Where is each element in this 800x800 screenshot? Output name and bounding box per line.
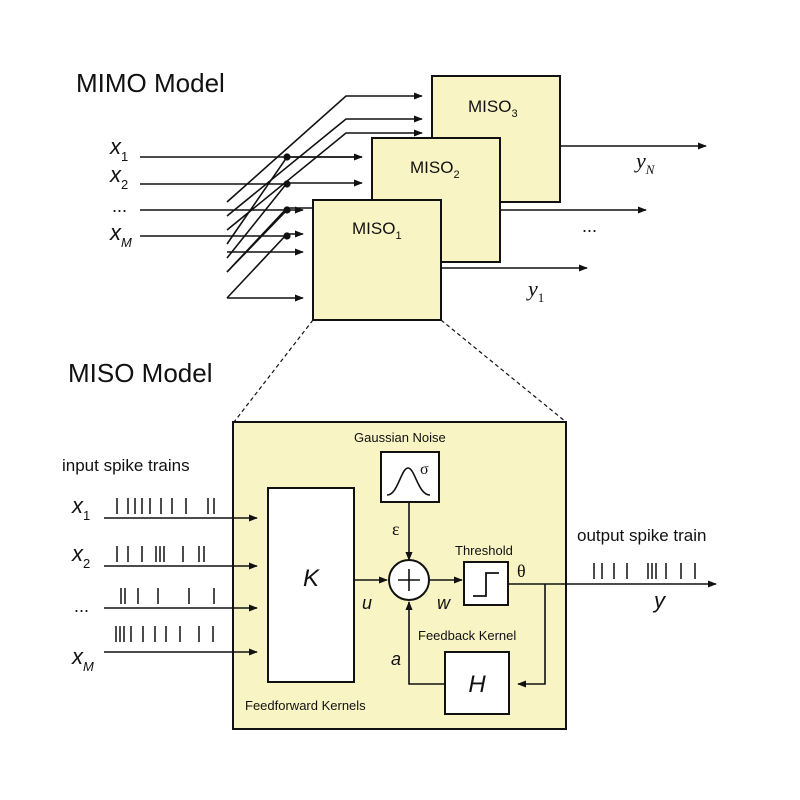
mimo-output-yn: yN [634,148,656,177]
miso-input-ellipsis: ... [74,596,89,616]
miso-title: MISO Model [68,358,213,388]
input-spike-trains-label: input spike trains [62,456,190,475]
step-function-icon [473,572,499,597]
a-symbol: a [391,649,401,669]
u-symbol: u [362,593,372,613]
output-spike-train-label: output spike train [577,526,706,545]
miso3-label: MISO3 [468,97,518,120]
gaussian-noise-label: Gaussian Noise [354,430,446,445]
input-spike-train-1 [116,498,215,514]
miso-input-x2: x2 [71,541,90,571]
miso1-block[interactable] [312,199,442,321]
mimo-title: MIMO Model [76,68,225,98]
theta-symbol: θ [517,561,526,581]
feedforward-kernel-symbol: K [303,565,320,592]
sigma-symbol: σ [420,461,429,478]
feedback-kernel-block[interactable] [444,651,510,715]
mimo-input-lines [140,156,362,237]
input-spike-train-2 [116,546,205,562]
miso-input-arrows [104,514,258,656]
mimo-output-y1: y1 [526,276,544,305]
mimo-output-ellipsis: ... [582,216,597,236]
plus-icon [398,569,420,591]
feedforward-kernel-block[interactable] [267,487,355,683]
w-symbol: w [437,593,451,613]
mimo-input-ellipsis: ... [112,196,127,216]
input-spike-train-4 [115,626,214,642]
gaussian-curve-icon [386,467,431,496]
feedback-kernel-symbol: H [468,671,486,698]
mimo-input-xm: xM [109,220,132,250]
output-spike-train [593,563,696,579]
input-spike-train-3 [120,588,215,604]
zoom-lines [233,319,567,423]
feedback-to-sum-arrow [405,601,445,685]
miso-input-xm: xM [71,644,94,674]
output-y-symbol: y [652,588,667,613]
feedforward-kernels-label: Feedforward Kernels [245,698,366,713]
mimo-junction-dots [283,153,291,240]
mimo-input-x1: x1 [109,134,128,164]
feedback-return-arrow [517,584,546,688]
mimo-input-x2: x2 [109,162,128,192]
epsilon-symbol: ε [392,519,400,539]
miso1-group: MISO1 [226,199,588,321]
threshold-label: Threshold [455,543,513,558]
miso-input-x1: x1 [71,493,90,523]
miso1-label: MISO1 [352,219,402,242]
miso2-label: MISO2 [410,158,460,181]
feedback-kernel-label: Feedback Kernel [418,628,516,643]
